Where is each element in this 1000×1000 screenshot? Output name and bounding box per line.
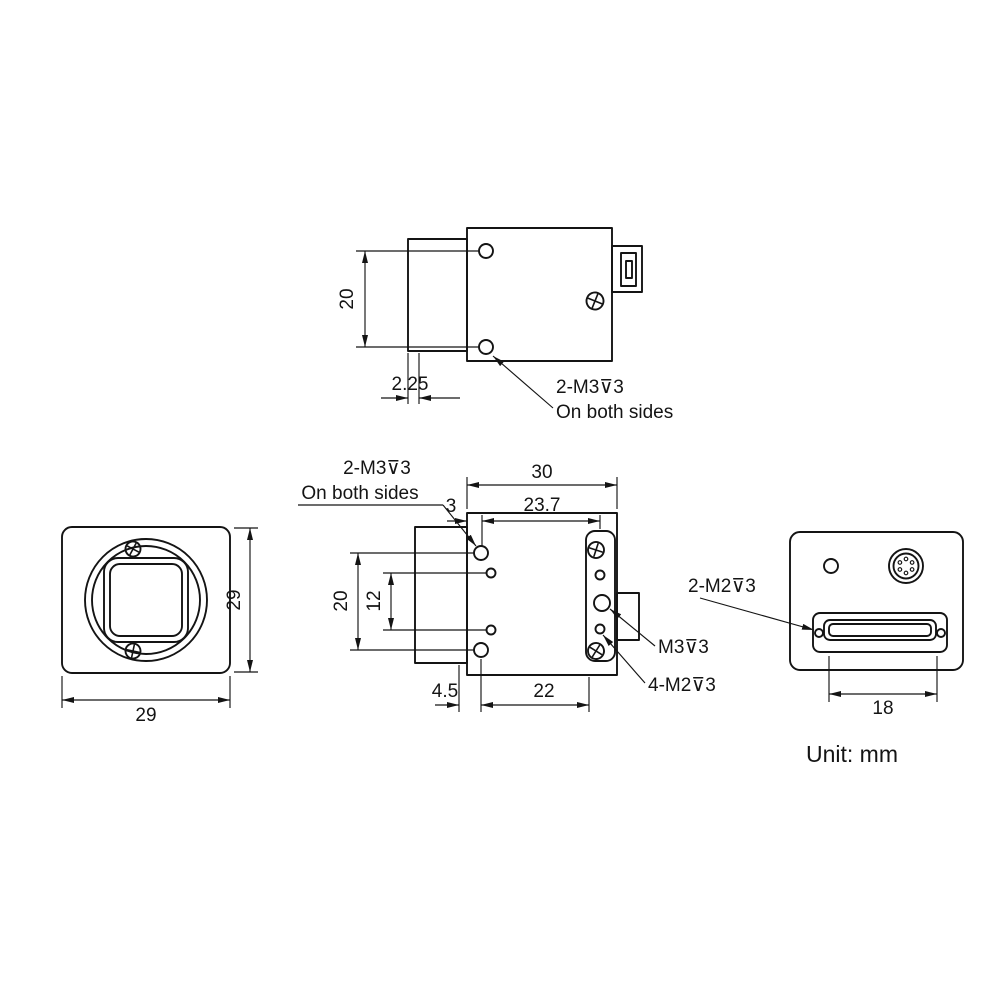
io-connector-inner — [892, 552, 920, 580]
port-recess — [812, 612, 948, 653]
screw-icon — [124, 642, 142, 660]
leader-arrow — [699, 597, 815, 631]
dim-label: 29 — [224, 589, 245, 610]
dim-label: 3 — [446, 496, 457, 517]
mount-hole — [478, 243, 494, 259]
m2-hole-right — [936, 628, 946, 638]
dim-label: 4.5 — [432, 681, 458, 702]
rear-hole — [823, 558, 839, 574]
rear-hole-m2 — [594, 623, 606, 635]
side-view: 30 3 23.7 20 12 4.5 22 2-M3⊽3 On both si… — [298, 458, 716, 712]
tripod-thread-label: M3⊽3 — [658, 637, 709, 658]
connector-pin — [909, 560, 915, 565]
rear-hole-m3 — [593, 594, 611, 612]
front-view: 29 29 — [61, 526, 258, 726]
rear-view: 2-M2⊽3 18 — [688, 531, 964, 719]
port-slot-inner — [828, 623, 932, 637]
thread-note-line1: 2-M3⊽3 — [343, 458, 411, 479]
thread-note-line2: On both sides — [556, 402, 673, 423]
connector-pin — [909, 567, 915, 572]
connector-pin — [897, 560, 903, 565]
rear-hole-m2 — [594, 569, 606, 581]
front-body — [61, 526, 231, 674]
screw-cross — [130, 644, 136, 658]
dim-label: 18 — [872, 698, 893, 719]
screw-cross — [593, 543, 599, 557]
screw-head — [587, 541, 605, 559]
screw-cross — [591, 644, 601, 658]
connector-pin — [903, 570, 909, 576]
leader-arrow — [602, 634, 646, 684]
top-body — [466, 227, 613, 362]
thread-label: 2-M2⊽3 — [688, 576, 756, 597]
mount-hole-m3 — [473, 642, 489, 658]
top-connector-inner — [620, 252, 637, 287]
unit-note: Unit: mm — [806, 741, 898, 767]
sensor-window-outer — [103, 557, 189, 643]
m2-hole-left — [814, 628, 824, 638]
top-connector-slot — [625, 260, 633, 279]
screw-icon — [587, 541, 605, 559]
dim-label: 20 — [337, 288, 358, 309]
mount-hole — [478, 339, 494, 355]
sensor-window-inner — [109, 563, 183, 637]
rear-body — [789, 531, 964, 671]
dim-label: 20 — [331, 590, 352, 611]
screw-cross — [591, 292, 599, 310]
screw-cross — [129, 542, 137, 556]
top-lens-block — [407, 238, 468, 352]
thread-note-line2: On both sides — [301, 483, 418, 504]
top-connector — [611, 245, 643, 293]
rear-panel-strip — [585, 530, 616, 662]
connector-pin — [897, 567, 903, 572]
side-connector — [616, 592, 640, 641]
dim-label: 30 — [531, 462, 552, 483]
dim-label: 12 — [364, 590, 385, 611]
dim-label: 23.7 — [524, 495, 561, 516]
screw-icon — [124, 540, 142, 558]
lens-ring-inner — [91, 545, 201, 655]
io-connector-outer — [888, 548, 924, 584]
dim-label: 2.25 — [392, 374, 429, 395]
dim-label: 22 — [533, 681, 554, 702]
mount-hole-m3 — [473, 545, 489, 561]
screw-icon — [585, 291, 605, 311]
leader-arrow — [609, 608, 656, 647]
screw-head — [124, 642, 142, 660]
thread-note-line1: 2-M3⊽3 — [556, 377, 624, 398]
leader-arrow — [442, 504, 477, 547]
connector-pin — [903, 556, 909, 562]
dim-label: 29 — [135, 705, 156, 726]
leader-arrow — [492, 355, 554, 409]
port-slot-outer — [823, 619, 937, 641]
mount-hole-m2 — [485, 567, 497, 579]
top-view: 20 2.25 2-M3⊽3 On both sides — [337, 227, 673, 423]
screw-head — [124, 540, 142, 558]
rear-thread-label: 4-M2⊽3 — [648, 675, 716, 696]
side-lens-block — [414, 526, 468, 664]
lens-ring-outer — [84, 538, 208, 662]
screw-head — [587, 642, 605, 660]
mount-hole-m2 — [485, 624, 497, 636]
screw-icon — [587, 642, 605, 660]
